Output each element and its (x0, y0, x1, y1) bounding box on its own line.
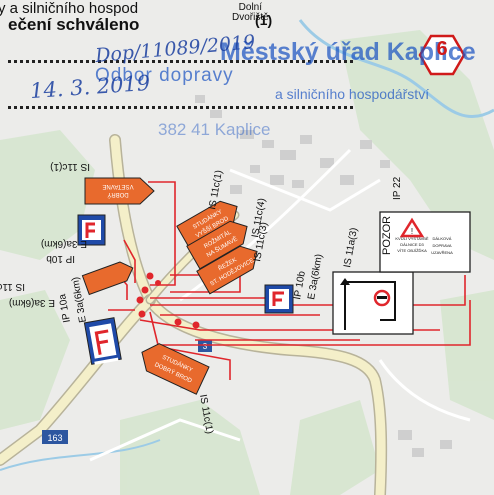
sign-ip10b-center (264, 284, 294, 314)
svg-text:DÁLKOVÁ: DÁLKOVÁ (433, 236, 452, 241)
river (298, 19, 494, 118)
sign-is11c-bottom: STUDÁNKY DOBRÝ BROD (141, 343, 210, 395)
svg-text:DOBRÝ: DOBRÝ (107, 191, 128, 198)
label-e3a-left2: E 3a(6km) (9, 297, 55, 308)
route-shield-163: 163 (42, 430, 68, 444)
svg-text:UZAVŘENA: UZAVŘENA (431, 250, 453, 255)
sign-ip10a (83, 317, 122, 365)
header-line1: y a silničního hospod (0, 0, 139, 17)
forest-areas (0, 30, 494, 495)
dotted-line-2 (8, 106, 353, 109)
intersection-markers (136, 272, 200, 329)
sign-is11a-detour-diagram (332, 271, 414, 335)
svg-text:KVŮLI VÝSTAVBĚ: KVŮLI VÝSTAVBĚ (395, 236, 429, 241)
stamp-dept2: a silničního hospodářství (275, 86, 430, 102)
marker-number: 6 (436, 38, 448, 60)
svg-text:!: ! (411, 227, 413, 236)
label-is11c-top: IS 11c(1) (50, 161, 90, 172)
svg-text:POZOR: POZOR (381, 216, 393, 255)
sign-is11c-1: STUDÁNKY VYŠŠÍ BROD (176, 200, 238, 250)
sign-ip22-warning: ! POZOR KVŮLI VÝSTAVBĚ DÁLNICE D3 VÍTE O… (379, 211, 471, 273)
sign-is11c-4: ROŽMITÁL NA ŠUMAVĚ (186, 220, 248, 270)
svg-text:3: 3 (203, 342, 208, 351)
svg-text:DOPRAVA: DOPRAVA (433, 243, 452, 248)
dotted-line-1 (8, 60, 353, 63)
route-shield-3: 3 (198, 340, 212, 352)
label-e3a-left: E 3a(6km) (41, 238, 87, 249)
header-approval: ečení schváleno (8, 15, 140, 34)
map-number-marker (418, 34, 466, 76)
stamp-office: Městský úřad Kaplice (220, 38, 476, 66)
label-ip22: IP 22 (392, 176, 403, 200)
svg-text:163: 163 (47, 433, 62, 443)
label-ip10b-left: IP 10b (46, 253, 75, 264)
sign-ip10b-left (77, 214, 106, 246)
sign-connector-lines (108, 181, 471, 380)
river-branch (0, 439, 161, 471)
svg-text:VSETAVNE: VSETAVNE (102, 183, 133, 189)
stamp-dept: Odbor dopravy (95, 65, 234, 86)
svg-text:DÁLNICE D3: DÁLNICE D3 (400, 242, 424, 247)
village-number: (1) (255, 12, 273, 28)
label-ip10b-center: IP 10b (292, 270, 308, 301)
sign-is11c-top: DOBRÝ VSETAVNE (84, 177, 155, 205)
label-ip10a: IP 10a (57, 293, 73, 324)
stamp-postal: 382 41 Kaplice (158, 120, 271, 139)
sign-is11c-left2 (81, 261, 134, 296)
svg-text:VÍTE OBJÍŽĎKA: VÍTE OBJÍŽĎKA (397, 248, 427, 253)
label-is11c-left2: IS 11c(1) (0, 281, 25, 292)
